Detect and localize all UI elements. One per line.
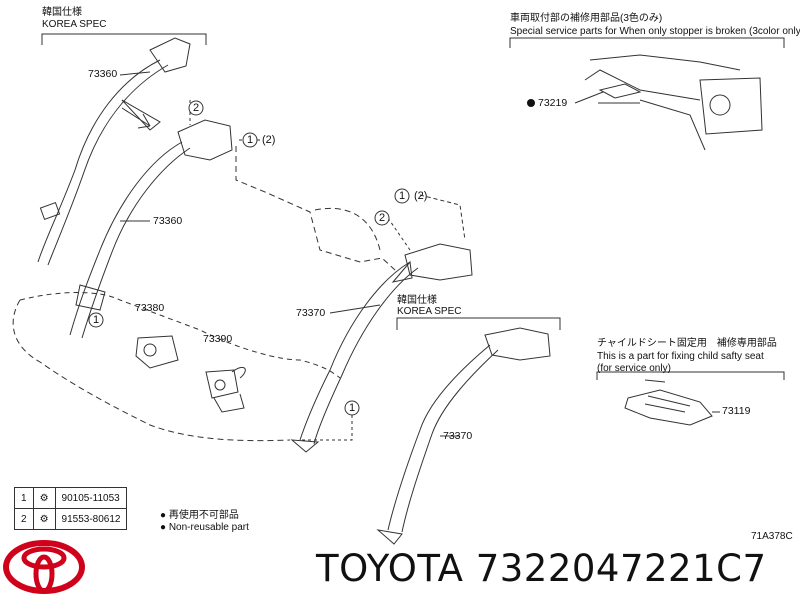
part-label-73219: 73219 <box>538 97 568 109</box>
part-label-73370-center: 73370 <box>296 307 326 319</box>
filled-bullet <box>527 99 535 107</box>
toyota-logo <box>3 540 85 594</box>
korea-spec-en-mid: KOREA SPEC <box>397 306 462 317</box>
mark-1a-paren: (2) <box>262 134 276 146</box>
legend-num: 2 <box>14 508 34 530</box>
child-seat-en-2: (for service only) <box>597 363 671 374</box>
child-seat-bracket <box>596 371 785 380</box>
circle-mark-1b <box>394 188 410 204</box>
mark-1a: 1 <box>247 134 254 146</box>
direction-arrow-left <box>121 107 151 129</box>
non-reusable-jp-text: 再使用不可部品 <box>168 510 239 521</box>
non-reusable-en-text: Non-reusable part <box>168 522 249 533</box>
fastener-legend: 1 ⚙ 90105-11053 2 ⚙ 91553-80612 <box>14 487 128 530</box>
part-label-73360-upper: 73360 <box>88 68 118 80</box>
legend-row: 1 ⚙ 90105-11053 <box>14 487 128 509</box>
mark-1b: 1 <box>399 190 406 202</box>
seat-outline-upper <box>19 292 341 379</box>
arrow-center <box>391 260 413 283</box>
buckle-73390 <box>205 366 246 413</box>
korea-spec-jp-left: 韓国仕様 <box>42 7 82 18</box>
circle-mark-1c <box>88 312 104 328</box>
part-label-73370-korea: 73370 <box>443 430 473 442</box>
non-reusable-jp: ● 再使用不可部品 <box>160 510 239 521</box>
headrest-outline <box>314 207 381 251</box>
part-label-73380: 73380 <box>135 302 165 314</box>
korea-spec-bracket-left <box>41 33 207 45</box>
korea-spec-bracket-mid <box>396 317 561 330</box>
belt-73370-center <box>290 243 473 453</box>
part-label-73390: 73390 <box>203 333 233 345</box>
stopper-diagram <box>574 54 763 151</box>
legend-row: 2 ⚙ 91553-80612 <box>14 508 128 530</box>
service-parts-jp: 車両取付部の補修用部品(3色のみ) <box>510 13 663 24</box>
part-label-73360-lower: 73360 <box>153 215 183 227</box>
leader-73370a <box>329 304 381 314</box>
legend-part-number: 90105-11053 <box>54 487 128 509</box>
part-label-73119: 73119 <box>722 405 751 417</box>
korea-spec-jp-mid: 韓国仕様 <box>397 295 437 306</box>
bolt-icon: ⚙ <box>32 487 56 509</box>
retractor-73380 <box>135 335 179 369</box>
mark-1c: 1 <box>93 314 100 326</box>
service-parts-bracket <box>509 37 785 48</box>
non-reusable-en: ● Non-reusable part <box>160 522 249 533</box>
korea-spec-en-left: KOREA SPEC <box>42 19 107 30</box>
circle-mark-1a <box>242 132 258 148</box>
leader-1b <box>419 194 466 241</box>
circle-mark-1d <box>344 400 360 416</box>
mark-2b: 2 <box>379 212 386 224</box>
legend-part-number: 91553-80612 <box>54 508 128 530</box>
service-parts-en: Special service parts for When only stop… <box>510 26 800 37</box>
legend-num: 1 <box>14 487 34 509</box>
anchor-73119 <box>624 379 720 426</box>
circle-mark-2b <box>374 210 390 226</box>
mark-2a: 2 <box>193 102 200 114</box>
leader-1d <box>300 415 353 441</box>
circle-mark-2a <box>188 100 204 116</box>
seat-outline-lower <box>12 299 291 442</box>
nut-icon: ⚙ <box>32 508 56 530</box>
arrow-head-left <box>121 99 161 131</box>
brand-part-number: TOYOTA 7322047221C7 <box>316 547 767 590</box>
belt-73360-upper <box>37 37 191 266</box>
mark-1b-paren: (2) <box>414 190 428 202</box>
child-seat-jp: チャイルドシート固定用 補修専用部品 <box>597 338 777 349</box>
mark-1d: 1 <box>349 402 356 414</box>
belt-73370-korea <box>376 327 551 545</box>
leader-2b <box>387 217 411 251</box>
seatback-outline <box>235 146 396 271</box>
leader-73360a <box>119 71 151 76</box>
belt-73360-lower <box>69 119 233 339</box>
child-seat-en-1: This is a part for fixing child safty se… <box>597 351 764 362</box>
diagram-code: 71A378C <box>751 531 793 542</box>
